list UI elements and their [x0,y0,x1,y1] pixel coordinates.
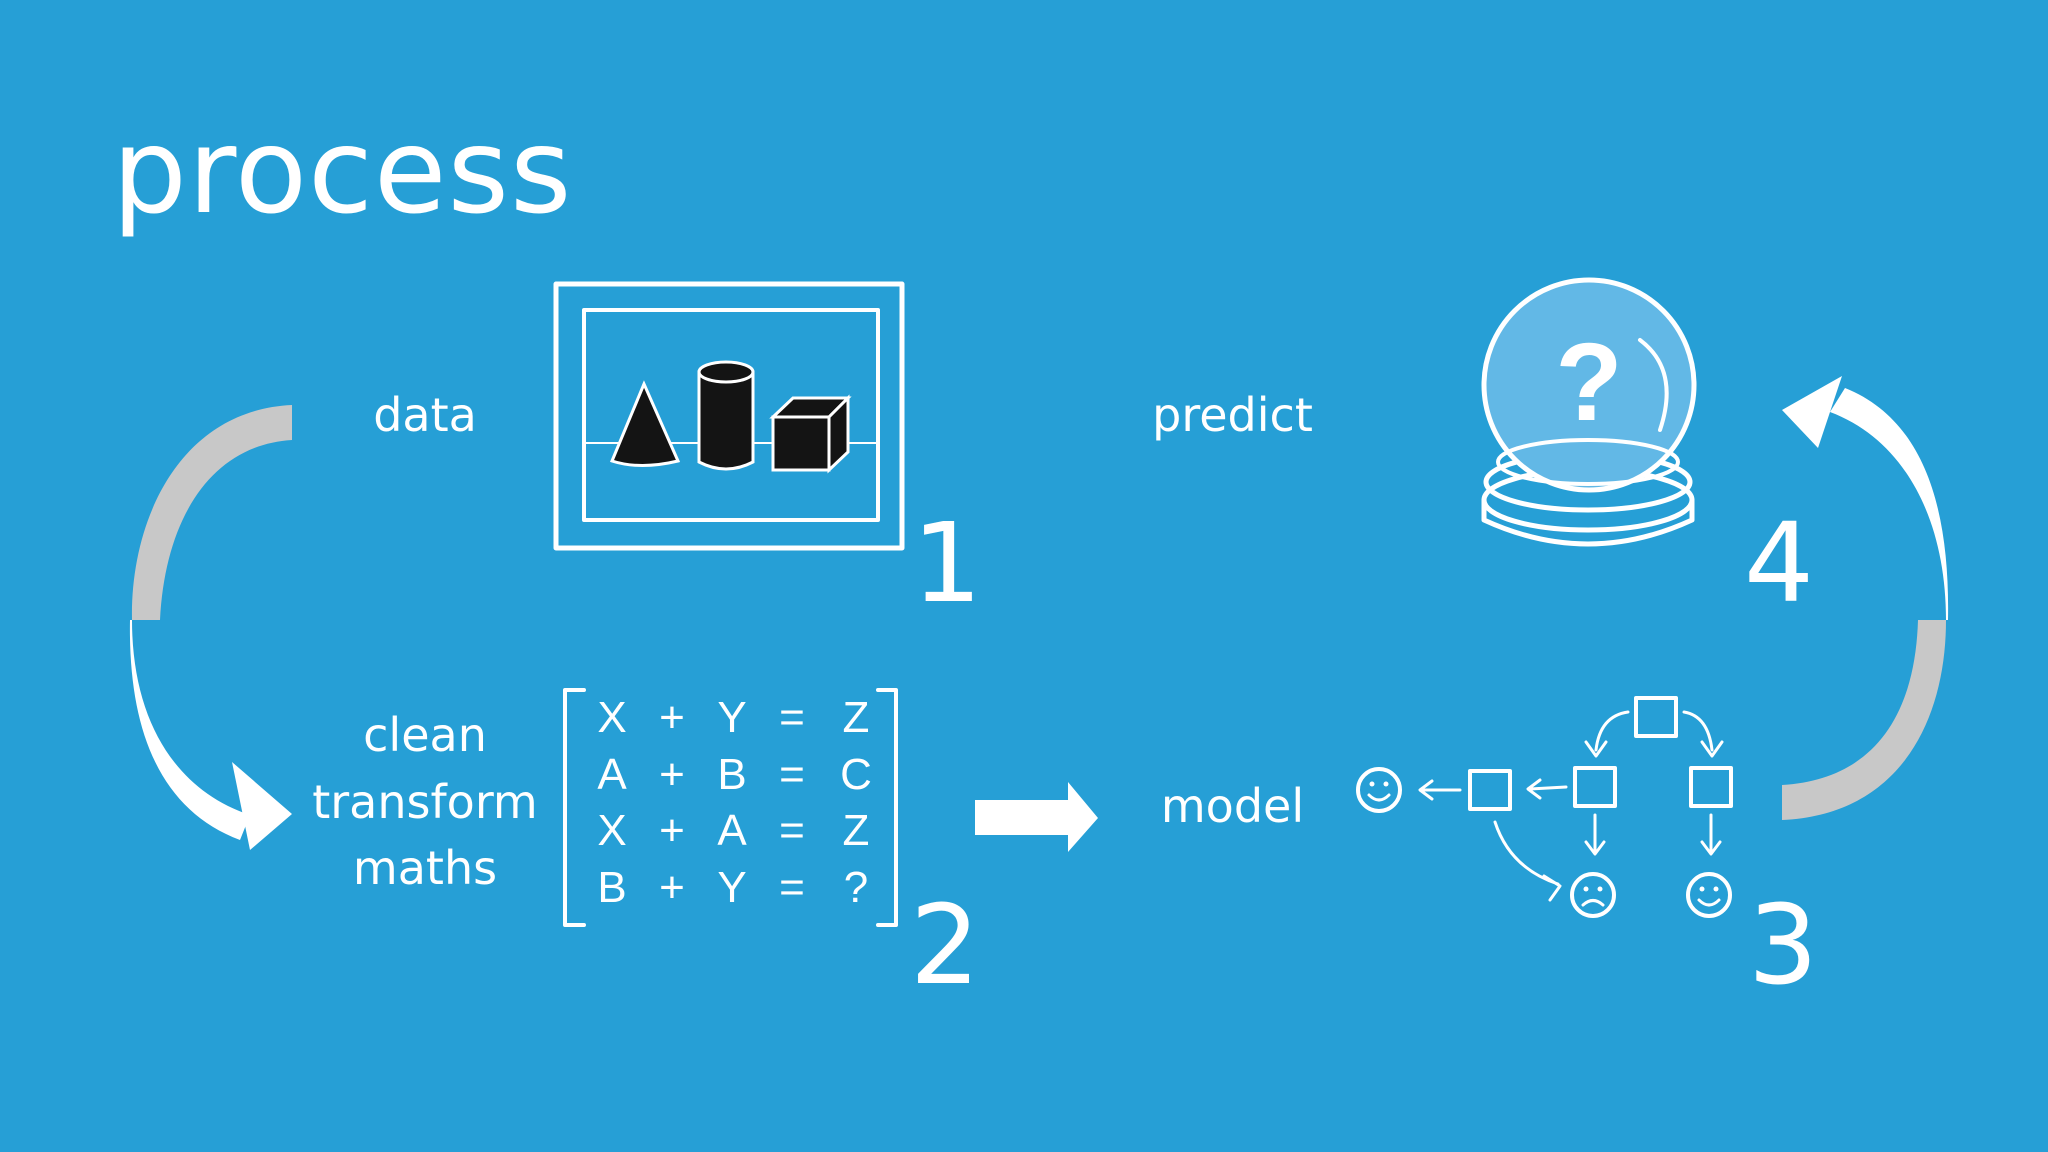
slide-title: process [112,102,573,240]
equation-token: = [779,863,805,912]
step-number-3: 3 [1748,881,1818,1009]
equation-token: + [659,750,685,799]
step-label-transform: transform [312,774,538,829]
step-label-data: data [373,388,477,442]
equation-token: A [597,750,627,799]
step-label-clean: clean [363,708,487,762]
equation-token: X [597,693,626,742]
equation-token: X [597,806,626,855]
step-label-maths: maths [352,841,498,896]
equation-token: C [840,750,872,799]
model-decision-tree-icon [1356,696,1733,918]
crystal-ball-icon: ? [1481,277,1697,547]
cycle-arrow-left [129,405,292,850]
equation-token: = [779,750,805,799]
equation-token: Y [717,863,746,912]
step-label-model: model [1160,779,1305,833]
equation-token: + [659,806,685,855]
equation-token: = [779,806,805,855]
equation-token: Z [843,693,870,742]
sad-face-icon [1570,872,1616,918]
equation-rows: X + Y = Z A + B = C X + A = Z B + Y =? [597,693,872,912]
equation-token: Z [843,806,870,855]
straight-arrow [975,782,1098,852]
cone-shape [609,380,681,467]
data-picture-icon [553,281,905,551]
tree-node [1468,769,1512,811]
equation-token: ? [844,863,868,912]
equation-token: + [659,693,685,742]
step-number-2: 2 [910,881,980,1009]
equation-token: B [717,750,746,799]
equation-token: A [717,806,747,855]
tree-node [1689,766,1733,808]
step-number-1: 1 [912,499,982,627]
equation-token: B [597,863,626,912]
cube-shape [771,415,831,472]
step-number-4: 4 [1744,499,1814,627]
cylinder-shape [697,370,755,471]
smiley-face-icon [1356,767,1402,813]
equation-matrix: X + Y = Z A + B = C X + A = Z B + Y =? [563,688,898,927]
cycle-arrow-right [1782,376,1949,820]
equation-token: Y [717,693,746,742]
tree-node [1634,696,1678,738]
equation-token: + [659,863,685,912]
smiley-face-icon [1686,872,1732,918]
question-mark-symbol: ? [1555,321,1622,444]
step-label-clean-transform-maths: clean transform maths [300,702,550,902]
equation-token: = [779,693,805,742]
step-label-predict: predict [1152,388,1313,442]
tree-node [1573,766,1617,808]
